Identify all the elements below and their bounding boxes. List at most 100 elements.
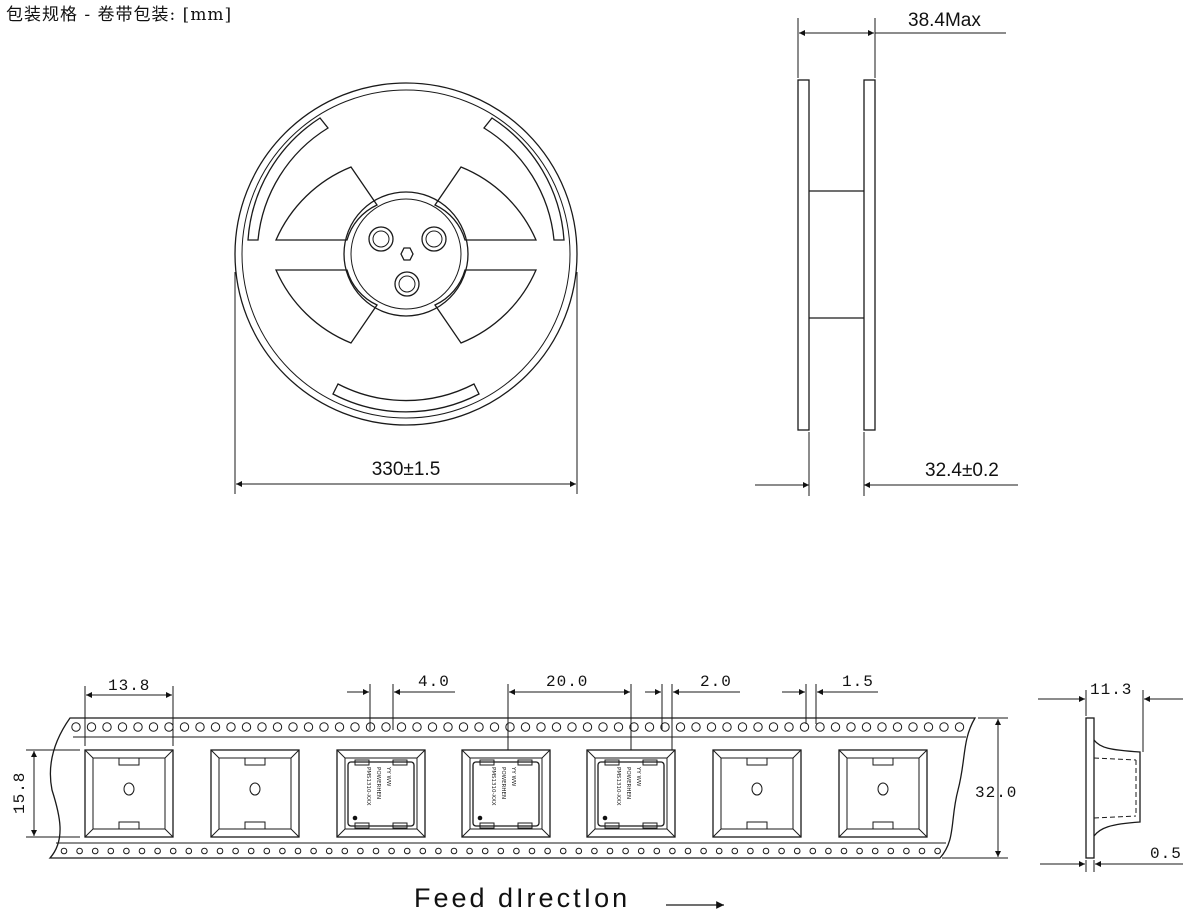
sprocket-hole xyxy=(892,722,903,732)
sprocket-holes-bottom xyxy=(60,847,941,855)
sprocket-hole xyxy=(784,722,794,732)
feed-direction-label: Feed dIrectIon xyxy=(414,883,631,913)
pocket-hole xyxy=(877,782,889,796)
reel-diameter-label: 330±1.5 xyxy=(372,459,441,480)
sprocket-hole xyxy=(551,722,562,732)
sprocket-hole xyxy=(489,722,500,732)
sprocket-hole xyxy=(133,722,143,732)
reel-front-view: 330±1.5 xyxy=(234,82,578,494)
sprocket-hole xyxy=(706,722,717,732)
sprocket-hole xyxy=(830,722,841,732)
reel-spokes xyxy=(247,117,565,413)
sprocket-hole xyxy=(435,847,442,855)
sprocket-hole xyxy=(241,722,252,732)
sprocket-hole xyxy=(303,722,314,732)
sprocket-hole xyxy=(737,722,748,732)
sprocket-hole xyxy=(466,847,473,855)
sprocket-hole xyxy=(762,847,770,855)
sprocket-hole xyxy=(513,847,520,855)
sprocket-hole xyxy=(86,722,97,732)
sprocket-hole xyxy=(731,847,739,855)
sprocket-hole xyxy=(887,847,895,855)
sprocket-hole xyxy=(691,722,701,732)
sprocket-holes-top xyxy=(71,722,965,732)
sprocket-hole xyxy=(939,722,949,732)
sprocket-hole xyxy=(825,847,832,855)
sprocket-hole xyxy=(195,722,205,732)
pocket-hole xyxy=(249,782,261,796)
sprocket-hole xyxy=(372,847,380,855)
sprocket-hole xyxy=(107,847,115,855)
sprocket-hole xyxy=(903,847,910,855)
sprocket-hole xyxy=(427,722,438,732)
sprocket-hole xyxy=(559,847,567,855)
sprocket-hole xyxy=(644,722,655,732)
tape-pocket xyxy=(838,749,928,838)
pocket-hole xyxy=(123,782,135,796)
sprocket-hole xyxy=(871,847,879,855)
sprocket-hole xyxy=(637,847,645,855)
sprocket-hole xyxy=(954,722,965,732)
sprocket-hole xyxy=(598,722,608,732)
tape-thickness-label: 0.5 xyxy=(1150,845,1182,863)
pocket-hole xyxy=(751,782,763,796)
sprocket-hole xyxy=(793,847,801,855)
sprocket-hole xyxy=(497,847,505,855)
sprocket-hole xyxy=(350,722,360,732)
sprocket-pitch-label: 4.0 xyxy=(418,673,450,691)
sprocket-hole xyxy=(918,847,926,855)
reel-flange-right xyxy=(863,79,876,431)
reel-hub-outer xyxy=(343,191,469,317)
chip-marking-text: PMS1310-XXX xyxy=(365,767,371,806)
sprocket-hole xyxy=(613,722,624,732)
chip-marking-text: YY WW xyxy=(635,766,641,787)
sprocket-hole xyxy=(622,847,629,855)
sprocket-hole xyxy=(294,847,302,855)
sprocket-hole xyxy=(319,722,329,732)
sprocket-hole xyxy=(700,847,707,855)
sprocket-hole xyxy=(591,847,598,855)
hole-offset-label: 2.0 xyxy=(700,673,732,691)
sprocket-hole xyxy=(117,722,128,732)
chip-pitch-label: 20.0 xyxy=(546,673,588,691)
reel-width-max-label: 38.4Max xyxy=(908,10,981,31)
hole-diameter-label: 1.5 xyxy=(842,673,874,691)
sprocket-hole xyxy=(216,847,224,855)
tape-width-label: 32.0 xyxy=(975,784,1017,802)
hub-hole-left xyxy=(368,226,394,252)
tape-outline xyxy=(48,717,977,859)
sprocket-hole xyxy=(388,847,395,855)
sprocket-hole xyxy=(310,847,317,855)
sprocket-hole xyxy=(908,722,918,732)
reel-hub-inner xyxy=(350,198,462,310)
sprocket-hole xyxy=(357,847,364,855)
sprocket-hole xyxy=(60,847,68,855)
sprocket-hole xyxy=(528,847,536,855)
sprocket-hole xyxy=(861,722,872,732)
sprocket-hole xyxy=(123,847,130,855)
chip-marking-text: PMS1310-XXX xyxy=(490,767,496,806)
sprocket-hole xyxy=(325,847,333,855)
sprocket-hole xyxy=(575,847,583,855)
sprocket-hole xyxy=(71,722,81,732)
sprocket-hole xyxy=(856,847,863,855)
sprocket-hole xyxy=(778,847,785,855)
sprocket-hole xyxy=(684,847,692,855)
sprocket-hole xyxy=(722,722,732,732)
sprocket-hole xyxy=(653,847,661,855)
sprocket-hole xyxy=(419,847,427,855)
sprocket-hole xyxy=(403,847,411,855)
sprocket-hole xyxy=(544,847,551,855)
sprocket-hole xyxy=(660,722,670,732)
page-title: 包装规格 - 卷带包装: [mm] xyxy=(6,5,233,25)
sprocket-hole xyxy=(138,847,146,855)
sprocket-hole xyxy=(272,722,283,732)
sprocket-hole xyxy=(846,722,856,732)
reel-flange-left xyxy=(797,79,810,431)
sprocket-hole xyxy=(747,847,754,855)
tape-pocket xyxy=(210,749,300,838)
